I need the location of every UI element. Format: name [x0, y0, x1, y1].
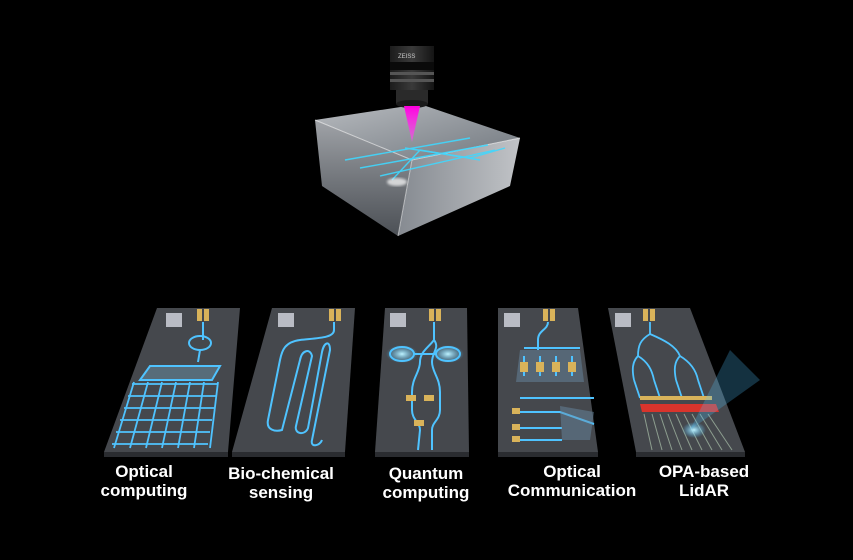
label-opa-lidar: OPA-based LidAR — [658, 462, 750, 500]
write-spot — [387, 178, 407, 186]
svg-text:ZEISS: ZEISS — [398, 54, 415, 60]
glass-substrate — [314, 104, 521, 237]
label-quantum-computing: Quantum computing — [382, 464, 470, 502]
laser-beam — [404, 106, 420, 142]
label-bio-chemical-sensing: Bio-chemical sensing — [228, 464, 334, 502]
label-optical-communication: Optical Communication — [507, 462, 637, 500]
chip-optical-computing — [104, 308, 240, 457]
chip-bio-chemical-sensing — [232, 308, 355, 457]
microscope-objective: ZEISS — [390, 46, 434, 108]
written-waveguides — [344, 137, 506, 181]
chip-optical-communication — [498, 308, 598, 457]
chip-opa-lidar — [608, 308, 760, 457]
chip-quantum-computing — [375, 308, 469, 457]
mesh-grid — [112, 381, 219, 449]
label-optical-computing: Optical computing — [100, 462, 188, 500]
